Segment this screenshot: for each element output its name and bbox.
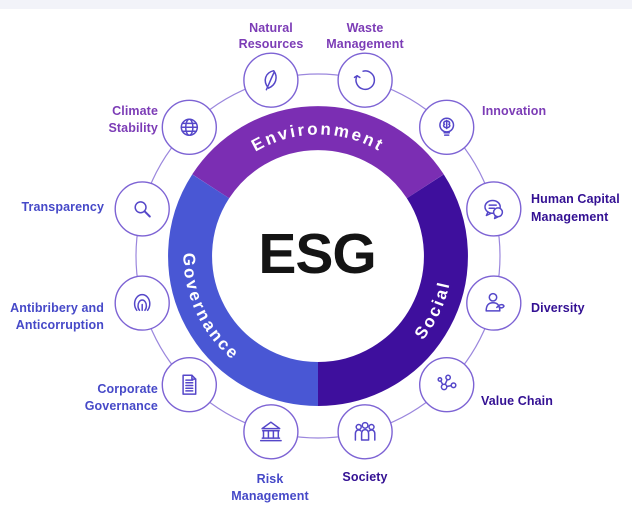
label-diversity: Diversity (531, 301, 585, 315)
label-waste-management-line2: Management (326, 37, 404, 51)
esg-ring (168, 106, 468, 406)
bank-icon (259, 421, 282, 442)
recycle-arrow-icon (353, 70, 376, 91)
label-transparency: Transparency (22, 200, 105, 214)
node-circle-society (337, 404, 393, 460)
node-circle-transparency (114, 181, 170, 237)
label-climate-stability-line1: Climate (112, 104, 158, 118)
environment-segment (192, 106, 444, 199)
label-innovation: Innovation (482, 104, 546, 118)
document-icon (182, 374, 197, 395)
fingerprint-icon (133, 293, 151, 312)
label-antibribery-line2: Anticorruption (16, 318, 104, 332)
node-connector-circle (135, 73, 501, 439)
globe-icon (180, 118, 199, 137)
person-leaf-icon (485, 292, 505, 312)
label-risk-management-line1: Risk (257, 472, 284, 486)
bulb-brain-icon (439, 117, 455, 136)
node-circle-antibribery (114, 275, 170, 331)
label-society: Society (342, 470, 387, 484)
label-waste-management-line1: Waste (347, 21, 384, 35)
label-antibribery-line1: Antibribery and (10, 301, 104, 315)
node-circle-risk-management (243, 404, 299, 460)
label-climate-stability-line2: Stability (108, 121, 158, 135)
leaf-icon (264, 69, 277, 91)
label-human-capital-line2: Management (531, 210, 609, 224)
node-circle-waste-management (337, 52, 393, 108)
node-circle-corporate-governance (161, 357, 218, 413)
molecule-icon (437, 374, 457, 391)
social-segment (317, 174, 468, 406)
label-human-capital-line1: Human Capital (531, 192, 620, 206)
node-labels: Natural Resources Waste Management Innov… (10, 21, 620, 503)
label-natural-resources-line2: Resources (239, 37, 304, 51)
magnifier-icon (134, 201, 151, 218)
label-natural-resources-line1: Natural (249, 21, 293, 35)
label-value-chain: Value Chain (481, 394, 553, 408)
label-corporate-governance-line1: Corporate (97, 382, 158, 396)
top-strip (0, 0, 632, 9)
center-title: ESG (258, 222, 375, 286)
people-group-icon (354, 421, 376, 441)
label-corporate-governance-line2: Governance (85, 399, 158, 413)
governance-segment (168, 174, 319, 406)
label-risk-management-line2: Management (231, 489, 309, 503)
chat-bubbles-icon (484, 199, 504, 220)
